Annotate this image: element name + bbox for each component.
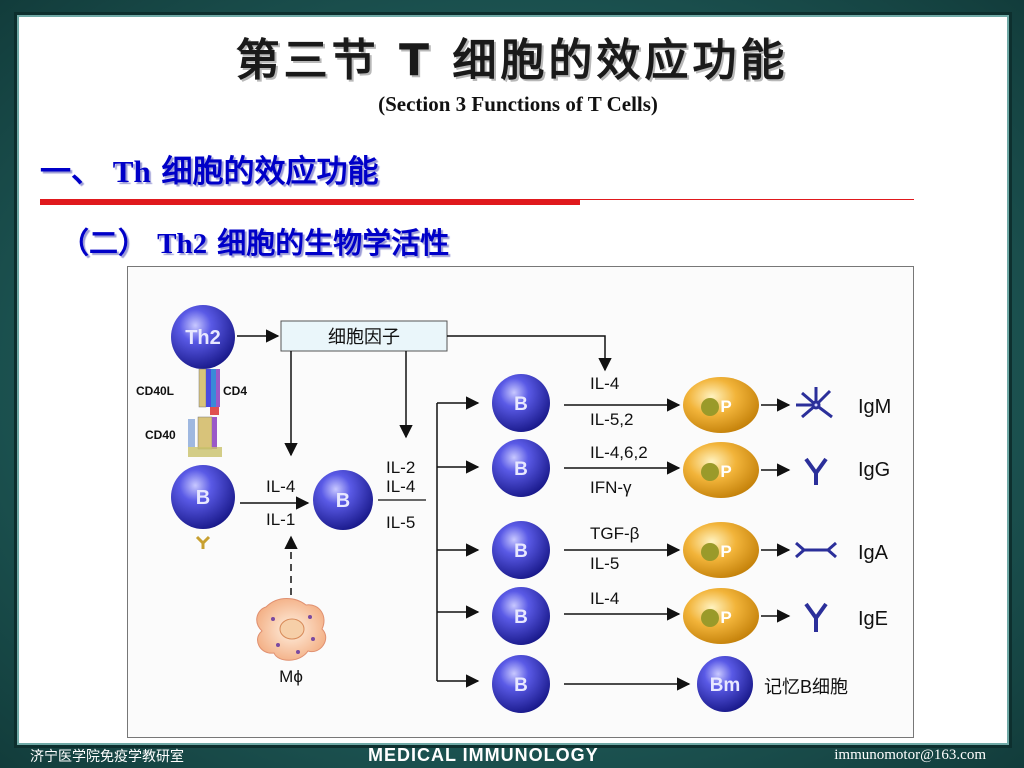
branch4-top-label: IL-4 <box>590 589 619 608</box>
heading2-rest: 细胞的生物学活性 <box>207 226 449 260</box>
label-il5-mid: IL-5 <box>386 513 415 532</box>
branch3-bottom-label: IL-5 <box>590 554 619 573</box>
memory-cell-label: Bm <box>710 675 741 696</box>
cytokine-box-label: 细胞因子 <box>328 327 400 347</box>
footer-department: 济宁医学院免疫学教研室 <box>30 746 184 766</box>
b-cell-label: B <box>514 394 528 415</box>
memory-b-cell-caption: 记忆B细胞 <box>764 677 848 697</box>
b-cell-activated: B <box>313 470 373 530</box>
heading-level2: （二） Th2 细胞的生物学活性 <box>60 220 449 262</box>
branch2-top-label: IL-4,6,2 <box>590 443 648 462</box>
slide-title: 第三节 T 细胞的效应功能 <box>0 24 1024 88</box>
plasma-cell-3: P <box>683 522 759 578</box>
igg-label: IgG <box>858 459 890 481</box>
iga-label: IgA <box>858 542 889 564</box>
plasma-cell-label: P <box>720 542 731 561</box>
iga-dimer-icon <box>796 543 836 557</box>
branch1-top-label: IL-4 <box>590 374 619 393</box>
plasma-cell-2: P <box>683 442 759 498</box>
branch2-bottom-label: IFN-γ <box>590 478 632 497</box>
b-cell-branch-3: B <box>492 521 550 579</box>
footer-email: immunomotor@163.com <box>834 747 986 764</box>
b-cell-branch-5: B <box>492 655 550 713</box>
plasma-cell-1: P <box>683 377 759 433</box>
memory-b-cell: Bm <box>697 656 753 712</box>
branch1-bottom-label: IL-5,2 <box>590 410 633 429</box>
b-cell-label: B <box>514 459 528 480</box>
slide-subtitle: (Section 3 Functions of T Cells) <box>0 92 1024 117</box>
igm-label: IgM <box>858 396 891 418</box>
macrophage-label: Mϕ <box>279 667 303 686</box>
label-il2-mid: IL-2 <box>386 458 415 477</box>
heading2-prefix: （二） <box>60 226 147 260</box>
cd40-label: CD40 <box>145 428 176 442</box>
plasma-cell-label: P <box>720 462 731 481</box>
igm-pentamer-icon <box>796 387 832 417</box>
cd40l-cd4-receptors <box>188 369 222 457</box>
footer-bar: 济宁医学院免疫学教研室 MEDICAL IMMUNOLOGY immunomot… <box>0 745 1024 768</box>
label-il1-activation: IL-1 <box>266 510 295 529</box>
ige-label: IgE <box>858 608 888 630</box>
branch3-top-label: TGF-β <box>590 524 640 543</box>
heading1-prefix: 一、 <box>40 154 102 190</box>
label-il4-activation: IL-4 <box>266 477 295 496</box>
plasma-cell-4: P <box>683 588 759 644</box>
footer-course: MEDICAL IMMUNOLOGY <box>368 745 599 766</box>
b-cell-label: B <box>196 487 210 509</box>
b-cell-initial: B <box>171 465 235 549</box>
b-cell-label: B <box>514 607 528 628</box>
b-cell-branch-2: B <box>492 439 550 497</box>
b-cell-label: B <box>336 490 350 512</box>
th2-cell-label: Th2 <box>185 327 221 349</box>
red-rule-thin <box>580 199 914 200</box>
b-cell-label: B <box>514 541 528 562</box>
arrow-cytokines-to-branch1 <box>447 336 605 370</box>
cd40l-label: CD40L <box>136 384 174 398</box>
b-cell-branch-1: B <box>492 374 550 432</box>
igg-antibody-icon <box>806 459 826 485</box>
heading1-latin: Th <box>113 154 151 189</box>
heading-level1: 一、 Th 细胞的效应功能 <box>40 146 379 191</box>
macrophage <box>257 599 326 661</box>
plasma-cell-label: P <box>720 397 731 416</box>
b-cell-label: B <box>514 675 528 696</box>
ige-antibody-icon <box>806 604 826 632</box>
heading1-rest: 细胞的效应功能 <box>151 154 379 190</box>
diagram-svg: Th2 CD40L CD4 CD40 B 细胞因子 IL-4 IL-1 B <box>128 267 913 737</box>
plasma-cell-label: P <box>720 608 731 627</box>
label-il4-mid: IL-4 <box>386 477 415 496</box>
heading2-latin: Th2 <box>157 228 207 260</box>
red-rule-thick <box>40 199 580 205</box>
cd4-label: CD4 <box>223 384 247 398</box>
th2-activity-diagram: Th2 CD40L CD4 CD40 B 细胞因子 IL-4 IL-1 B <box>127 266 914 738</box>
b-cell-branch-4: B <box>492 587 550 645</box>
th2-cell: Th2 <box>171 305 235 369</box>
